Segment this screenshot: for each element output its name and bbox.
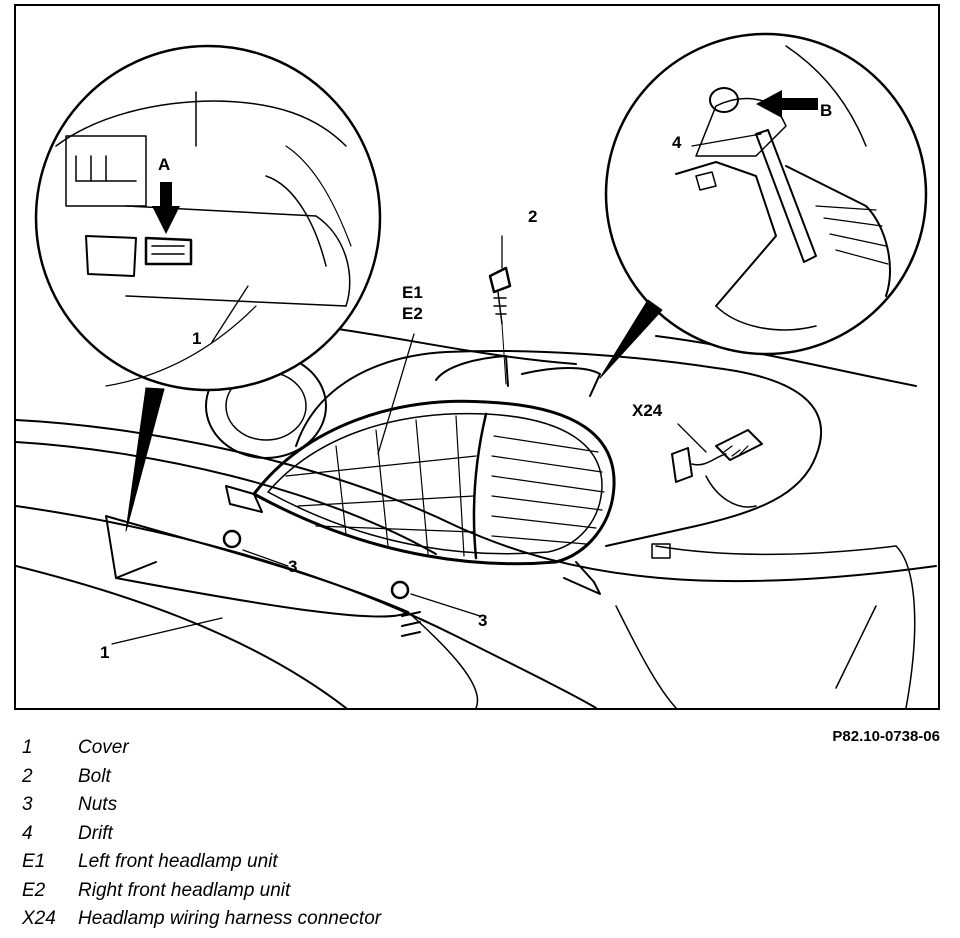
callout-b: B: [820, 101, 832, 120]
nut-left: [222, 529, 242, 549]
inset-b-pointer: [599, 299, 663, 379]
legend-key: E2: [22, 879, 46, 901]
figure-reference-code: P82.10-0738-06: [832, 728, 940, 745]
callout-e1: E1: [402, 283, 423, 302]
legend-key: 4: [22, 822, 33, 844]
wiring-connector: [671, 429, 763, 508]
detail-inset-b: [604, 32, 928, 356]
callout-1-inset: 1: [192, 329, 201, 348]
legend-text: Bolt: [78, 765, 111, 787]
view-b-arrow: [756, 90, 818, 118]
callout-e2: E2: [402, 304, 423, 323]
inset-a-pointer: [125, 387, 165, 532]
view-a-arrow: [152, 182, 180, 234]
legend-item-1: 1 Cover: [22, 734, 381, 763]
callout-4: 4: [672, 133, 682, 152]
callout-1-cover: 1: [100, 643, 109, 662]
headlamp-removal-diagram: 1 1 2 3 3 4 A B E1 E2 X24: [14, 4, 940, 710]
legend-item-4: 4 Drift: [22, 820, 381, 849]
legend-text: Drift: [78, 822, 113, 844]
bolt: [488, 266, 512, 385]
legend-item-3: 3 Nuts: [22, 791, 381, 820]
legend-item-e1: E1 Left front headlamp unit: [22, 848, 381, 877]
leader-lines: [111, 133, 762, 645]
legend-key: 3: [22, 794, 33, 815]
legend-text: Left front headlamp unit: [78, 851, 278, 872]
callout-3-left: 3: [288, 557, 297, 576]
headlamp-unit: [225, 355, 616, 595]
legend: 1 Cover 2 Bolt 3 Nuts 4 Drift E1 Left front h…: [22, 734, 381, 934]
legend-text: Right front headlamp unit: [78, 879, 291, 901]
legend-key: X24: [22, 908, 56, 929]
legend-key: 1: [22, 737, 33, 758]
legend-text: Nuts: [78, 794, 118, 815]
legend-key: E1: [22, 851, 46, 872]
detail-inset-a: [34, 44, 382, 392]
legend-text: Cover: [78, 737, 129, 758]
legend-text: Headlamp wiring harness connector: [78, 908, 382, 929]
callout-a: A: [158, 155, 170, 174]
legend-item-e2: E2 Right front headlamp unit: [22, 877, 381, 906]
callout-x24: X24: [632, 401, 663, 420]
callout-2: 2: [528, 207, 537, 226]
bumper-outline: [16, 419, 937, 708]
legend-item-2: 2 Bolt: [22, 763, 381, 792]
callout-3-right: 3: [478, 611, 487, 630]
legend-item-x24: X24 Headlamp wiring harness connector: [22, 905, 381, 934]
nut-right: [390, 580, 410, 600]
legend-key: 2: [22, 765, 33, 787]
